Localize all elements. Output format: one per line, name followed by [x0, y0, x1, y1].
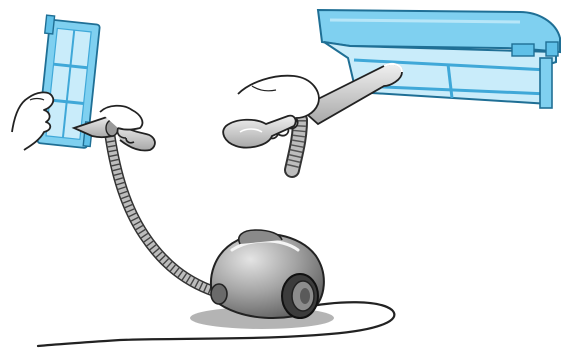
- vacuum-hose: [110, 136, 222, 294]
- filter-cleaning-icon: [12, 15, 155, 150]
- indoor-unit-cleaning-icon: [223, 10, 560, 170]
- vacuum-cleaner-icon: [211, 230, 324, 318]
